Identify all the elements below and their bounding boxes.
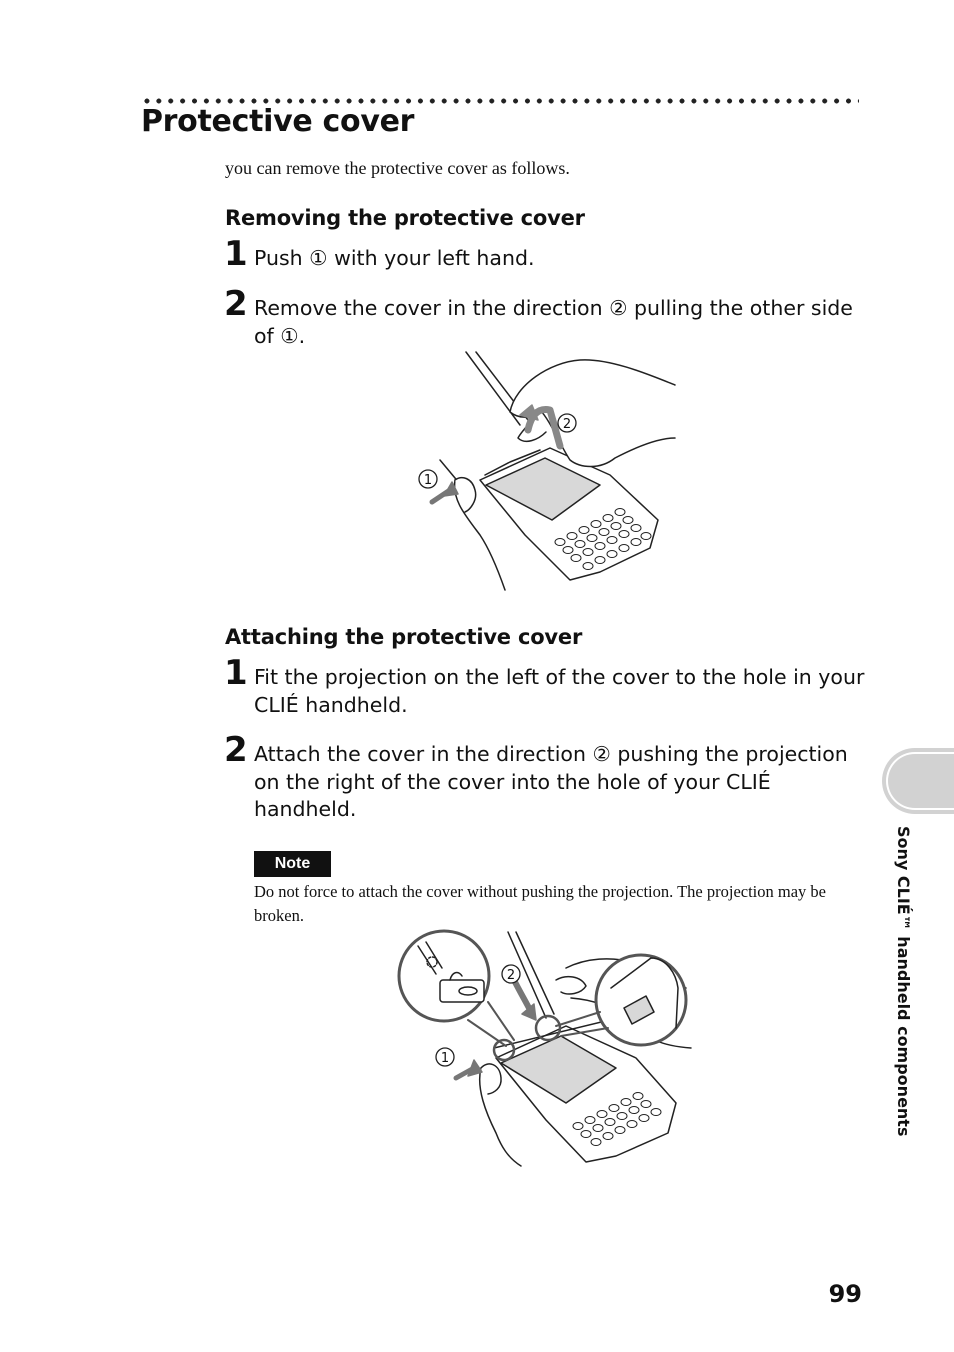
removing-step-1-text: Push ① with your left hand. <box>254 246 535 270</box>
removing-step-1-number: 1 <box>224 234 248 274</box>
removing-step-2-number: 2 <box>224 284 248 324</box>
chapter-side-label: Sony CLIÉ™ handheld components <box>894 826 913 1137</box>
removing-heading: Removing the protective cover <box>225 206 585 230</box>
page-number: 99 <box>828 1280 862 1308</box>
removing-cover-illustration: 2 1 <box>410 350 690 592</box>
attaching-heading: Attaching the protective cover <box>225 625 583 649</box>
attaching-figure-callout-1: 1 <box>441 1051 449 1066</box>
chapter-thumb-tab <box>882 748 954 814</box>
attaching-step-1-text: Fit the projection on the left of the co… <box>254 665 865 717</box>
intro-text: you can remove the protective cover as f… <box>225 158 570 178</box>
attaching-step-2-text: Attach the cover in the direction ② push… <box>254 742 848 821</box>
note-badge: Note <box>254 851 331 877</box>
removing-figure-callout-2: 2 <box>563 417 571 432</box>
note-text: Do not force to attach the cover without… <box>254 882 826 925</box>
attaching-figure-callout-2: 2 <box>507 968 515 983</box>
page-title: Protective cover <box>141 104 415 139</box>
attaching-step-1-number: 1 <box>224 653 248 693</box>
attaching-cover-illustration: 2 1 <box>396 928 696 1168</box>
title-dot-rule <box>141 96 859 106</box>
removing-step-2-text: Remove the cover in the direction ② pull… <box>254 296 853 348</box>
removing-figure-callout-1: 1 <box>424 473 432 488</box>
attaching-step-2-number: 2 <box>224 730 248 770</box>
